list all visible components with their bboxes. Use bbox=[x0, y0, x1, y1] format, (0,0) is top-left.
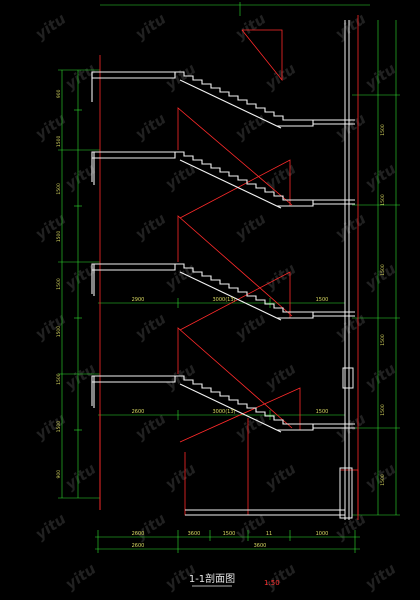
watermark-text: yitu bbox=[62, 60, 99, 94]
bottom-dim-4: 11 bbox=[266, 531, 272, 537]
stair-soffit-4 bbox=[179, 383, 282, 433]
bottom-dim-6: 2600 bbox=[132, 543, 145, 549]
stair-soffit-2 bbox=[179, 159, 282, 209]
left-dim-2: 1500 bbox=[56, 135, 62, 147]
stair-flight-2 bbox=[175, 151, 314, 207]
stair-soffit-3 bbox=[179, 271, 282, 321]
wall-stubs bbox=[91, 72, 95, 408]
stair-flight-4 bbox=[175, 375, 314, 431]
watermark-text: yitu bbox=[32, 110, 69, 144]
watermark-text: yitu bbox=[332, 110, 369, 144]
watermark-text: yitu bbox=[262, 460, 299, 494]
watermark-text: yitu bbox=[32, 510, 69, 544]
watermark-text: yitu bbox=[362, 60, 399, 94]
left-dim-5: 1500 bbox=[56, 278, 62, 290]
dimension-lines bbox=[58, 2, 400, 553]
bottom-dim-7: 3600 bbox=[254, 543, 267, 549]
left-dim-9: 900 bbox=[56, 470, 62, 479]
left-dim-4: 1500 bbox=[56, 231, 62, 243]
drawing-scale: 1:50 bbox=[264, 579, 280, 587]
watermark-text: yitu bbox=[232, 210, 269, 244]
watermark-text: yitu bbox=[262, 260, 299, 294]
stair-flight-3 bbox=[175, 263, 314, 319]
watermark-text: yitu bbox=[362, 160, 399, 194]
watermark-text: yitu bbox=[332, 410, 369, 444]
watermark-text: yitu bbox=[162, 160, 199, 194]
watermark-text: yitu bbox=[32, 310, 69, 344]
left-dim-8: 1500 bbox=[56, 421, 62, 433]
watermark-text: yitu bbox=[262, 560, 299, 594]
left-dimension-labels: 900 1500 1500 1500 1500 1500 1500 1500 900 bbox=[56, 89, 62, 478]
bottom-dim-1: 2600 bbox=[132, 531, 145, 537]
watermark-text: yitu bbox=[332, 10, 369, 44]
watermark-text: yitu bbox=[162, 60, 199, 94]
watermark-text: yitu bbox=[132, 110, 169, 144]
watermark-text: yitu bbox=[162, 460, 199, 494]
landing-slab-3 bbox=[91, 263, 176, 271]
bottom-dim-2: 3600 bbox=[188, 531, 201, 537]
watermark-text: yitu bbox=[132, 310, 169, 344]
watermark-text: yitu bbox=[232, 110, 269, 144]
watermark-text: yitu bbox=[132, 10, 169, 44]
watermark-text: yitu bbox=[62, 460, 99, 494]
watermark-text: yitu bbox=[32, 210, 69, 244]
watermark-text: yitu bbox=[262, 360, 299, 394]
watermark-text: yitu bbox=[32, 10, 69, 44]
right-dimension-labels: 1500 1500 1500 1500 1500 1500 bbox=[380, 124, 386, 486]
watermark-text: yitu bbox=[32, 410, 69, 444]
right-dim-3: 1500 bbox=[380, 264, 386, 276]
bottom-dim-3: 1500 bbox=[223, 531, 236, 537]
landing-slab-2 bbox=[91, 151, 176, 159]
watermark-text: yitu bbox=[332, 210, 369, 244]
floor-dim-2: 3000(13) bbox=[213, 297, 236, 303]
watermark-text: yitu bbox=[232, 310, 269, 344]
watermark-text: yitu bbox=[162, 260, 199, 294]
drawing-title: 1-1剖面图 bbox=[189, 572, 235, 585]
right-dim-5: 1500 bbox=[380, 404, 386, 416]
right-dim-2: 1500 bbox=[380, 194, 386, 206]
landing-slab-4 bbox=[91, 375, 176, 383]
floor-dim-1: 2900 bbox=[132, 297, 145, 303]
exterior-wall bbox=[339, 20, 354, 520]
watermark-text: yitu bbox=[262, 60, 299, 94]
watermark-text: yitu bbox=[362, 560, 399, 594]
watermark-text: yitu bbox=[362, 360, 399, 394]
right-dim-4: 1500 bbox=[380, 334, 386, 346]
watermark-text: yitu bbox=[62, 560, 99, 594]
watermark-text: yitu bbox=[232, 10, 269, 44]
left-dim-6: 1500 bbox=[56, 326, 62, 338]
left-dim-1: 900 bbox=[56, 89, 62, 98]
right-dim-1: 1500 bbox=[380, 124, 386, 136]
floor-dim-3: 1500 bbox=[316, 297, 329, 303]
left-dim-3: 1500 bbox=[56, 183, 62, 195]
stair-profiles bbox=[91, 71, 355, 516]
stair-soffit-1 bbox=[179, 79, 282, 129]
floor-dim-4: 2600 bbox=[132, 409, 145, 415]
floor-dim-5: 3000(13) bbox=[213, 409, 236, 415]
watermark-text: yitu bbox=[132, 210, 169, 244]
watermark-text: yitu bbox=[132, 510, 169, 544]
watermark-text: yitu bbox=[332, 310, 369, 344]
stair-flight-1 bbox=[175, 71, 314, 127]
red-axis-lines bbox=[99, 15, 359, 520]
bottom-dim-5: 1000 bbox=[316, 531, 329, 537]
floor-dim-6: 1500 bbox=[316, 409, 329, 415]
left-dim-7: 1500 bbox=[56, 373, 62, 385]
watermark-text: yitu bbox=[232, 410, 269, 444]
right-dim-6: 1500 bbox=[380, 474, 386, 486]
